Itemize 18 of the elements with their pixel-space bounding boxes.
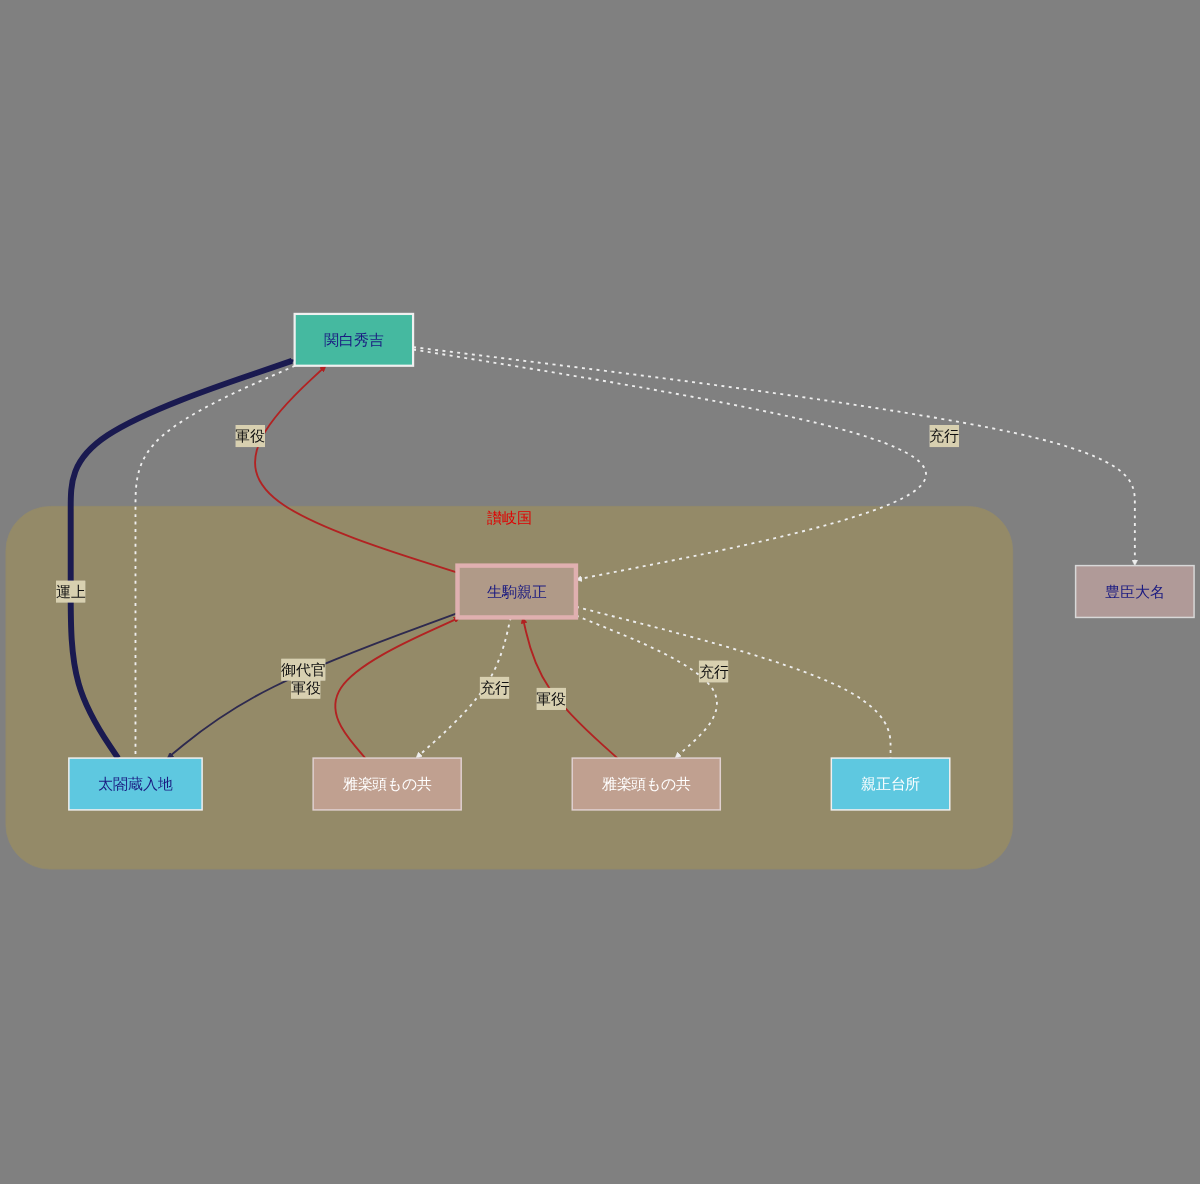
node-box: 生駒親正 [455, 563, 579, 621]
node-box: 太閤蔵入地 [68, 757, 203, 812]
node-box: 雅楽頭もの共 [571, 757, 722, 812]
edge-label: 充行 [479, 679, 510, 698]
edge-label: 軍役 [235, 427, 266, 446]
arrow [167, 612, 459, 759]
edge-label: 御代官 [281, 661, 326, 680]
node-box: 豊臣大名 [1074, 565, 1195, 619]
node-box: 関白秀吉 [293, 313, 415, 368]
connector [575, 606, 892, 760]
edge-label: 軍役 [536, 690, 567, 709]
edge-label: 運上 [55, 583, 86, 601]
edge-label: 軍役 [290, 679, 321, 698]
node-box: 親正台所 [830, 757, 951, 812]
arrow [575, 615, 718, 759]
edge-label: 充行 [698, 663, 729, 681]
node-box: 雅楽頭もの共 [312, 757, 462, 812]
edge-label: 充行 [929, 427, 960, 446]
